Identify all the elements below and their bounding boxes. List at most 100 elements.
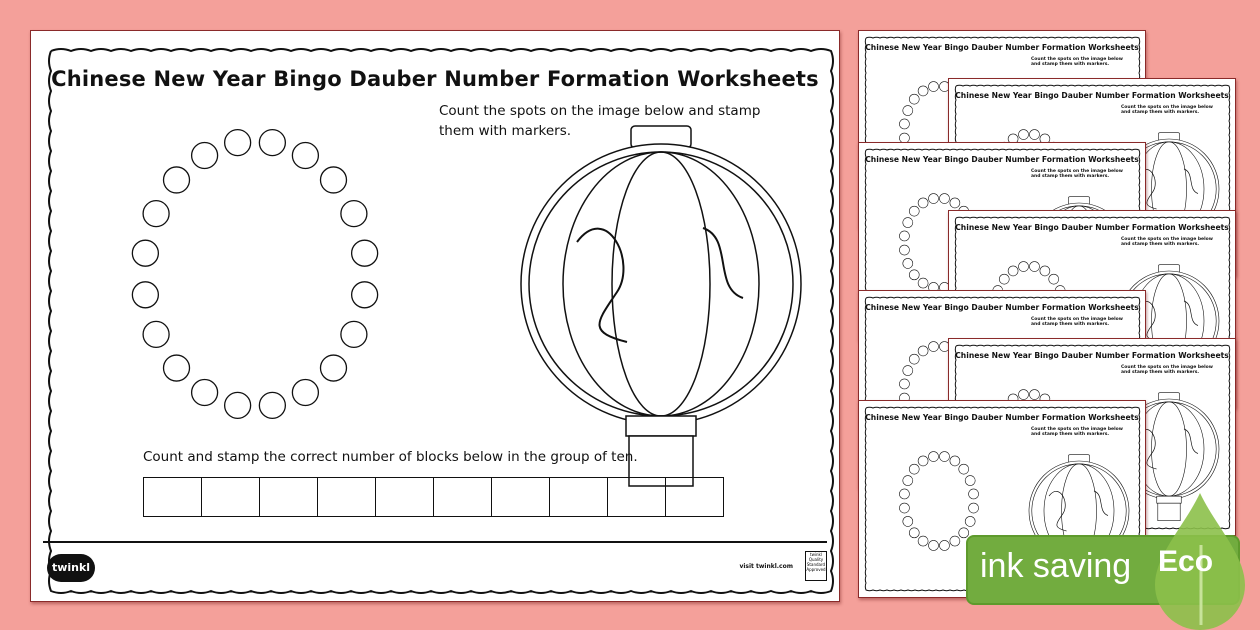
dauber-spot[interactable] xyxy=(142,320,170,349)
dauber-spot[interactable] xyxy=(917,345,929,357)
thumbnail-instruction: Count the spots on the image below and s… xyxy=(1121,105,1213,115)
dauber-spot[interactable] xyxy=(928,540,939,551)
dauber-spot[interactable] xyxy=(908,93,920,105)
dauber-spot[interactable] xyxy=(162,354,191,382)
quality-badge: twinkl Quality Standard Approved xyxy=(805,551,827,581)
dauber-spot[interactable] xyxy=(1029,261,1040,272)
twinkl-logo: twinkl xyxy=(47,554,95,582)
instruction-top: Count the spots on the image below and s… xyxy=(439,103,761,139)
dauber-spot[interactable] xyxy=(340,199,368,228)
dauber-spot[interactable] xyxy=(340,320,368,349)
dauber-spot[interactable] xyxy=(350,281,379,309)
dauber-spot[interactable] xyxy=(1029,129,1040,140)
dauber-spot[interactable] xyxy=(917,535,929,547)
dauber-spot[interactable] xyxy=(949,535,961,547)
dauber-spot[interactable] xyxy=(1029,389,1040,400)
thumbnail-title: Chinese New Year Bingo Dauber Number For… xyxy=(865,155,1139,164)
dauber-spot[interactable] xyxy=(162,166,191,194)
dauber-spot[interactable] xyxy=(319,354,348,382)
stamp-block[interactable] xyxy=(202,478,260,516)
dauber-spot[interactable] xyxy=(998,273,1010,285)
stamp-block[interactable] xyxy=(260,478,318,516)
ten-frame xyxy=(143,477,724,517)
dauber-spot[interactable] xyxy=(908,527,920,539)
footer-url: visit twinkl.com xyxy=(739,563,793,570)
thumbnail-title: Chinese New Year Bingo Dauber Number For… xyxy=(865,413,1139,422)
thumbnail-instruction: Count the spots on the image below and s… xyxy=(1031,427,1123,437)
leaf-drop-icon xyxy=(1155,493,1245,630)
dauber-spot[interactable] xyxy=(968,488,979,500)
dauber-spot[interactable] xyxy=(939,193,950,204)
stamp-block[interactable] xyxy=(492,478,550,516)
dauber-spot[interactable] xyxy=(928,81,939,92)
dauber-spot[interactable] xyxy=(223,391,252,420)
dauber-spot[interactable] xyxy=(958,463,970,475)
dauber-spot[interactable] xyxy=(928,341,939,352)
dauber-spot[interactable] xyxy=(917,455,929,467)
dauber-spot[interactable] xyxy=(131,239,160,267)
dauber-spot[interactable] xyxy=(928,193,939,204)
dauber-spot[interactable] xyxy=(928,451,939,462)
dauber-spot[interactable] xyxy=(949,197,961,209)
dauber-spot[interactable] xyxy=(1048,273,1060,285)
dauber-spot[interactable] xyxy=(939,540,950,551)
dauber-spot[interactable] xyxy=(190,378,219,407)
dauber-spot[interactable] xyxy=(1018,389,1029,400)
thumbnail-title: Chinese New Year Bingo Dauber Number For… xyxy=(955,91,1229,100)
dauber-spot[interactable] xyxy=(899,378,910,390)
thumbnail-title: Chinese New Year Bingo Dauber Number For… xyxy=(865,43,1139,52)
dauber-spot[interactable] xyxy=(902,365,914,376)
thumbnail-instruction: Count the spots on the image below and s… xyxy=(1031,57,1123,67)
dauber-spot[interactable] xyxy=(258,128,287,157)
dauber-spot[interactable] xyxy=(902,475,914,486)
dauber-spot[interactable] xyxy=(291,378,320,407)
dauber-spot[interactable] xyxy=(917,277,929,289)
dauber-spot[interactable] xyxy=(902,105,914,116)
dauber-spot[interactable] xyxy=(899,118,910,130)
dauber-spot[interactable] xyxy=(958,527,970,539)
dauber-spot[interactable] xyxy=(291,141,320,170)
dauber-spot[interactable] xyxy=(899,230,910,242)
dauber-spot[interactable] xyxy=(350,239,379,267)
dauber-spot[interactable] xyxy=(319,166,348,194)
stamp-block[interactable] xyxy=(666,478,723,516)
dauber-spot[interactable] xyxy=(1018,129,1029,140)
dauber-spot[interactable] xyxy=(908,353,920,365)
dauber-spot[interactable] xyxy=(939,451,950,462)
dauber-spot[interactable] xyxy=(964,475,976,486)
stamp-block[interactable] xyxy=(318,478,376,516)
dauber-spot[interactable] xyxy=(908,205,920,217)
thumbnail-instruction: Count the spots on the image below and s… xyxy=(1121,237,1213,247)
dauber-spot[interactable] xyxy=(190,141,219,170)
stamp-block[interactable] xyxy=(434,478,492,516)
thumbnail-title: Chinese New Year Bingo Dauber Number For… xyxy=(955,223,1229,232)
stamp-block[interactable] xyxy=(144,478,202,516)
dauber-spot[interactable] xyxy=(899,488,910,500)
dauber-spot[interactable] xyxy=(917,197,929,209)
stamp-block[interactable] xyxy=(608,478,666,516)
dauber-spot[interactable] xyxy=(964,516,976,527)
dauber-spot[interactable] xyxy=(1039,265,1051,277)
dauber-spot[interactable] xyxy=(902,516,914,527)
dauber-spot[interactable] xyxy=(902,217,914,228)
stamp-block[interactable] xyxy=(550,478,608,516)
dauber-spot[interactable] xyxy=(142,199,170,228)
dauber-spot[interactable] xyxy=(1007,265,1019,277)
stamp-block[interactable] xyxy=(376,478,434,516)
dauber-spot[interactable] xyxy=(949,455,961,467)
dauber-spot[interactable] xyxy=(908,463,920,475)
dauber-spot[interactable] xyxy=(902,258,914,269)
dauber-spot[interactable] xyxy=(917,85,929,97)
dauber-spot[interactable] xyxy=(899,502,910,514)
dauber-spot[interactable] xyxy=(908,269,920,281)
dauber-spot[interactable] xyxy=(968,502,979,514)
lantern-illustration xyxy=(520,125,802,487)
dauber-spot[interactable] xyxy=(223,128,252,157)
thumbnail-instruction: Count the spots on the image below and s… xyxy=(1031,317,1123,327)
dauber-spot[interactable] xyxy=(131,281,160,309)
thumbnail-instruction: Count the spots on the image below and s… xyxy=(1121,365,1213,375)
thumbnail-title: Chinese New Year Bingo Dauber Number For… xyxy=(955,351,1229,360)
dauber-spot[interactable] xyxy=(899,244,910,256)
dauber-spot[interactable] xyxy=(1018,261,1029,272)
dauber-spot[interactable] xyxy=(258,391,287,420)
